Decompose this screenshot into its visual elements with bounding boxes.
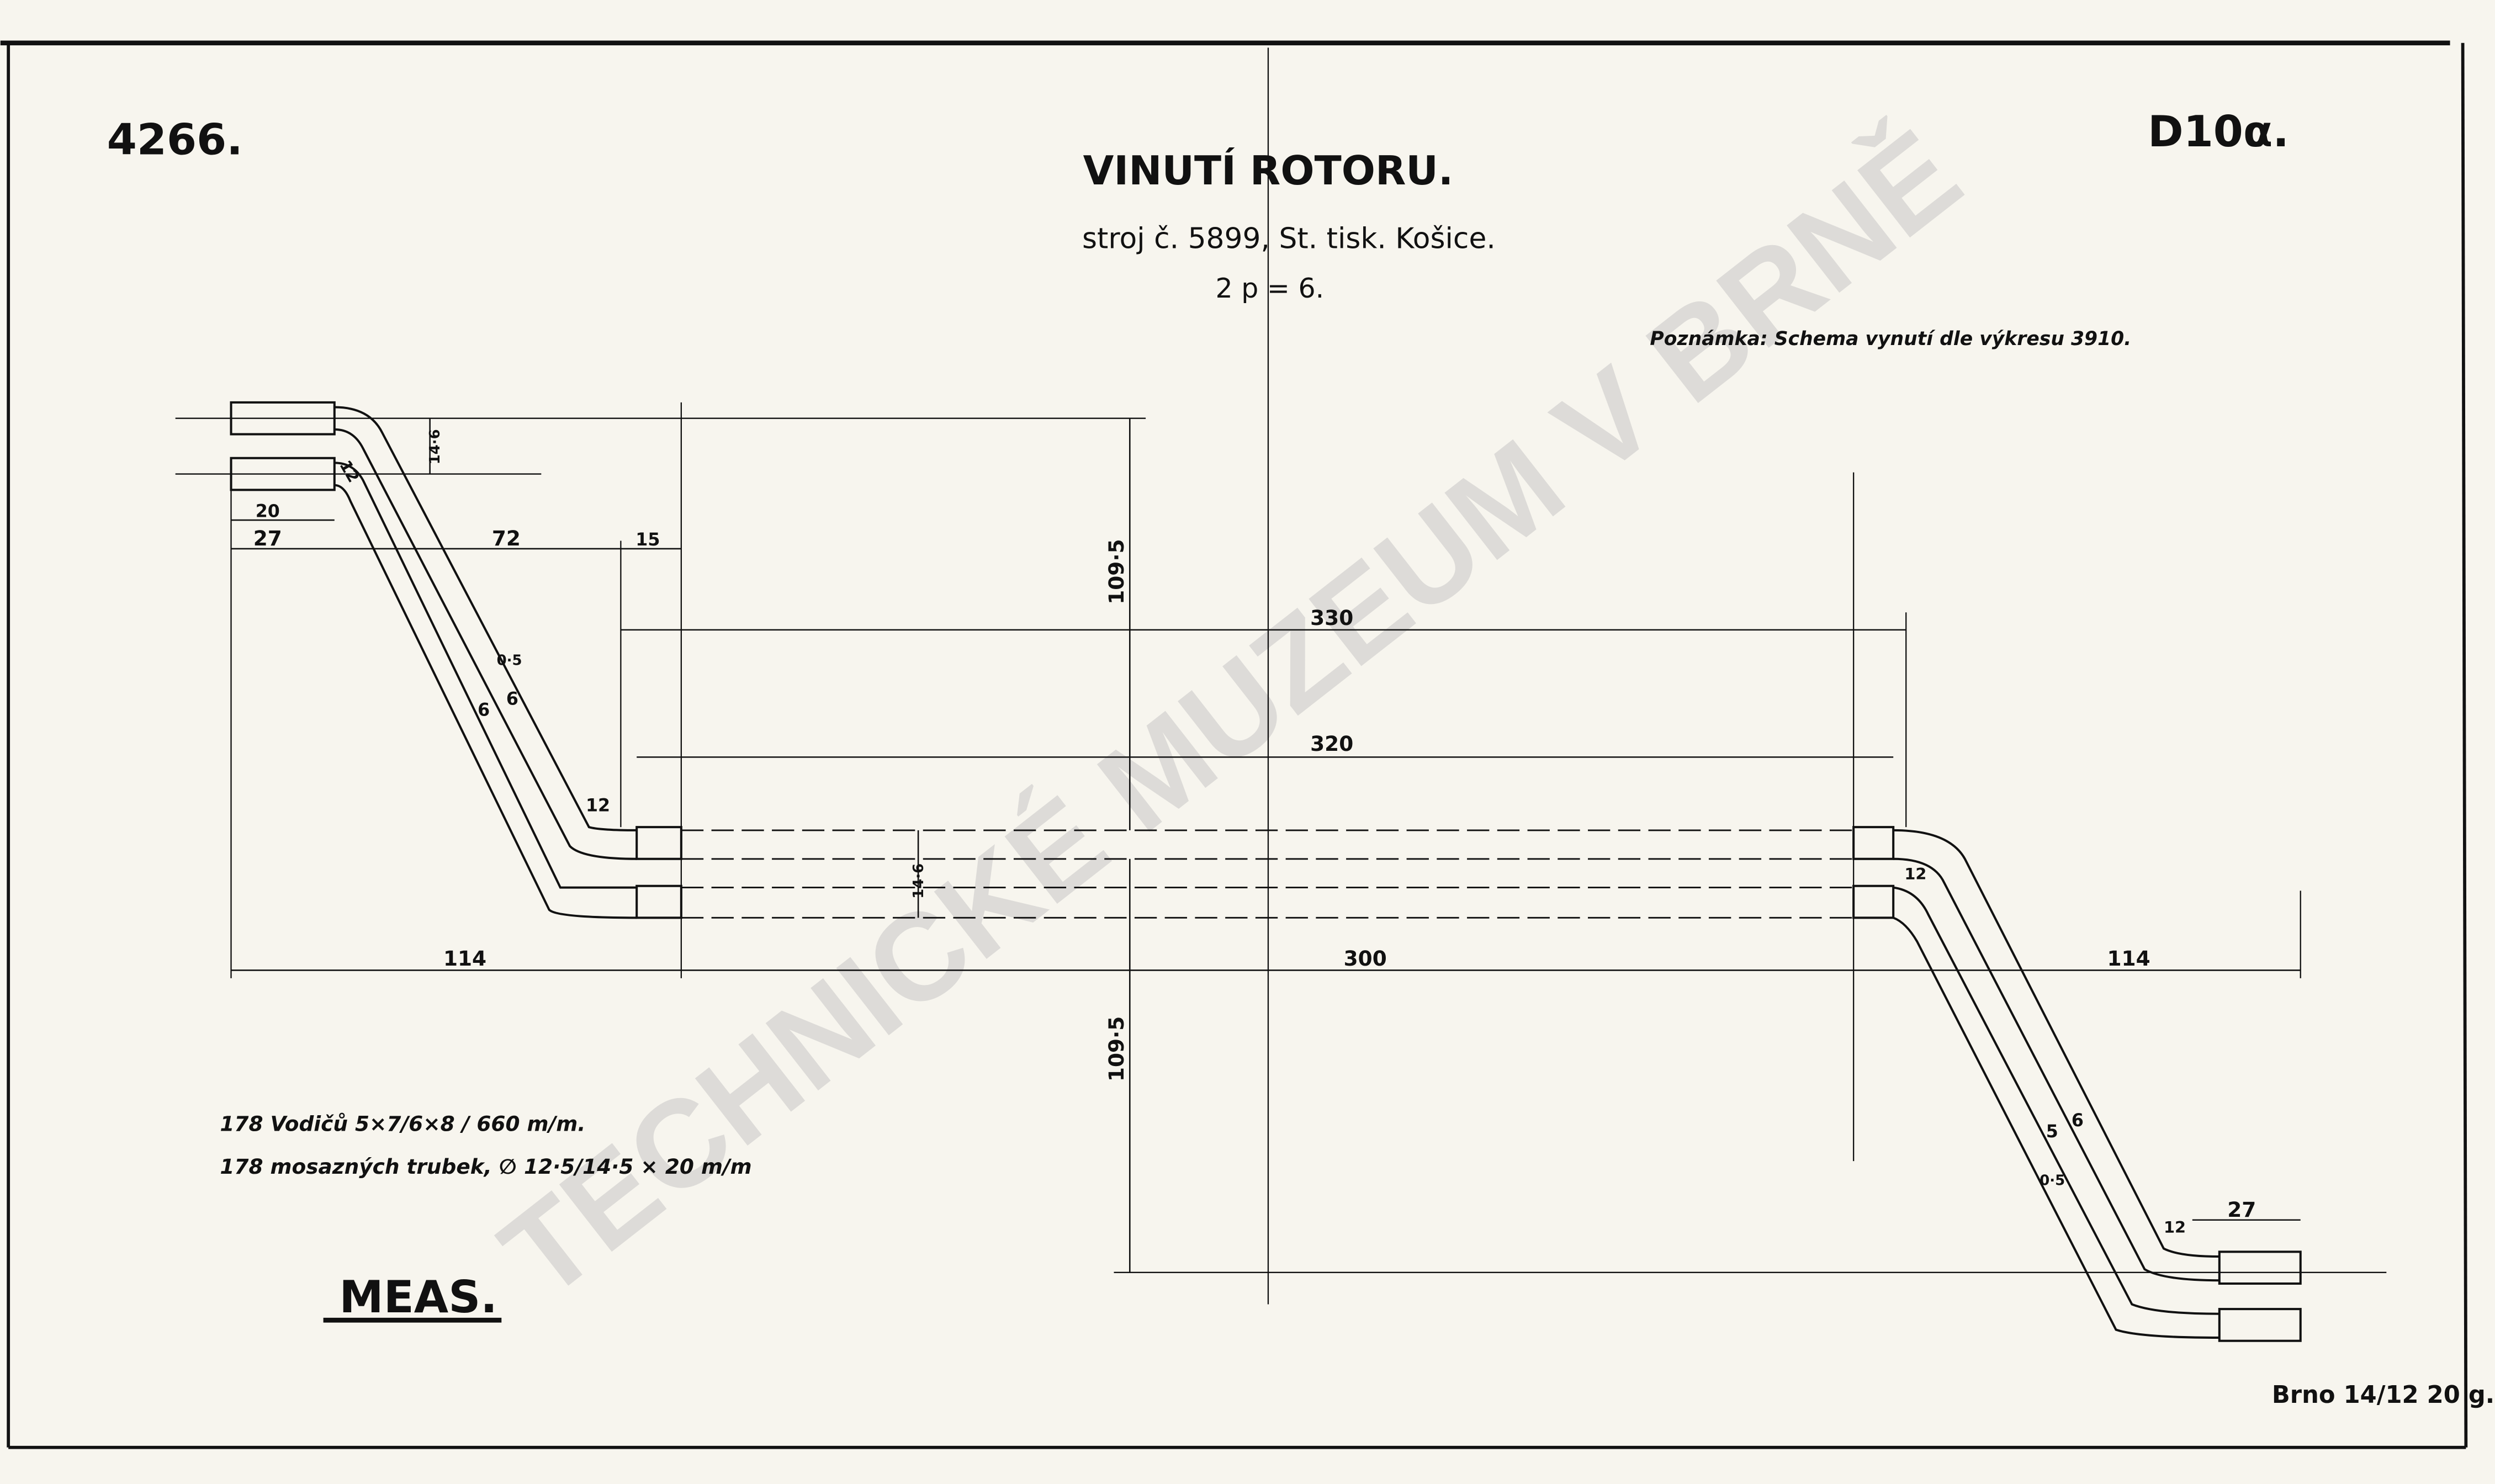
drawing-code: D10α.: [2148, 107, 2289, 157]
drawing-title: VINUTÍ ROTORU.: [1083, 147, 1454, 194]
dim-right-total: 114: [2107, 946, 2150, 971]
dim-left-total: 114: [443, 946, 486, 971]
dim-right-radius-low: 12: [2164, 1218, 2186, 1237]
dim-right-radius: 12: [1904, 865, 1926, 883]
dim-middle: 300: [1344, 946, 1387, 971]
drawing-subtitle: stroj č. 5899, St. tisk. Košice.: [1082, 222, 1496, 255]
dim-right-end-length: 27: [2227, 1197, 2256, 1222]
dimension-lines: [231, 418, 2301, 1273]
dim-tube-length: 20: [256, 501, 280, 521]
dim-offset: 15: [635, 530, 660, 550]
dim-left-radius-bottom: 12: [586, 796, 610, 815]
pole-count: 2 p = 6.: [1215, 273, 1324, 304]
sheet-frame: [0, 40, 2468, 1449]
right-conductor: [1852, 826, 2302, 1342]
dim-height-lower: 109·5: [1104, 1016, 1129, 1082]
drawing-note: Poznámka: Schema vynutí dle výkresu 3910…: [1650, 328, 2131, 350]
rotor-bars: [681, 829, 1854, 919]
dim-width-b: 6: [506, 689, 518, 709]
dim-radius: 12: [336, 457, 363, 486]
dim-bend-run: 72: [492, 526, 521, 550]
dim-right-width-a: 5: [2046, 1122, 2058, 1142]
dim-right-insulation: 0·5: [2040, 1172, 2065, 1189]
material-line-1: 178 Vodičů 5×7/6×8 / 660 m/m.: [220, 1111, 585, 1136]
dim-insulation: 0·5: [497, 652, 522, 669]
dim-pitch-mid: 14·6: [910, 863, 927, 899]
dim-pitch: 14·6: [427, 429, 443, 464]
signature: MEAS.: [339, 1271, 497, 1323]
dim-end-length: 27: [253, 526, 282, 550]
drawing-number: 4266.: [107, 115, 243, 165]
dim-right-width-b: 6: [2072, 1111, 2084, 1131]
left-conductor: [230, 401, 682, 919]
place-date: Brno 14/12 20 g.: [2272, 1381, 2494, 1409]
dim-inner-span: 320: [1310, 732, 1353, 756]
dim-outer-span: 330: [1310, 606, 1353, 630]
dim-height-upper: 109·5: [1104, 539, 1129, 604]
reference-lines: [175, 47, 2387, 1305]
dim-width-a: 6: [478, 700, 490, 720]
material-line-2: 178 mosazných trubek, ∅ 12·5/14·5 × 20 m…: [220, 1154, 751, 1179]
